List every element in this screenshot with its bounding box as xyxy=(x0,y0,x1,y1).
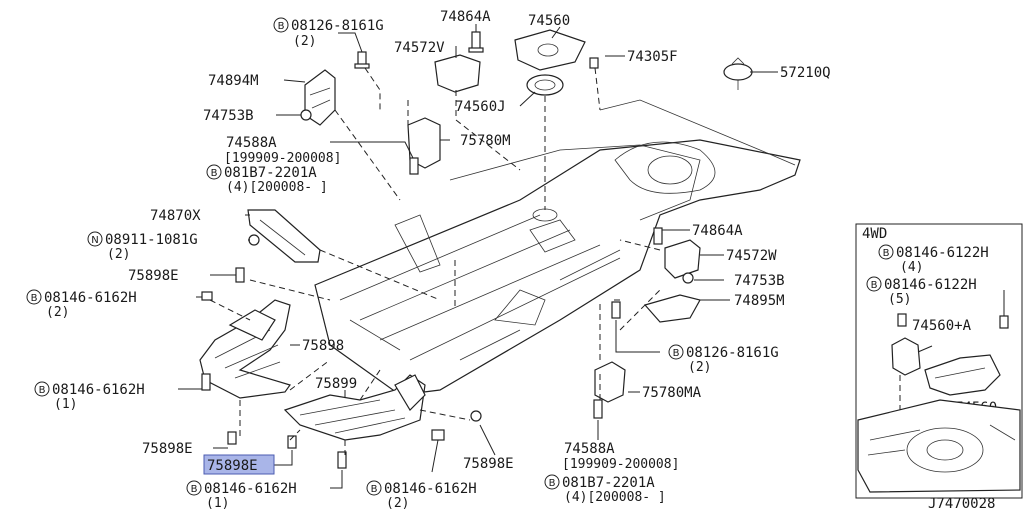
bolt-marker xyxy=(878,244,894,260)
label-74560: 74560 xyxy=(528,13,570,29)
bolt-marker-letter: B xyxy=(549,478,556,489)
label-75898E-br: 75898E xyxy=(463,456,514,472)
bolt-marker-letter: B xyxy=(31,293,38,304)
qty-08146-6162H-d: (2) xyxy=(386,496,409,510)
label-74305F: 74305F xyxy=(627,49,678,65)
bolt-marker xyxy=(186,480,202,496)
label-08911-1081G: 08911-1081G xyxy=(105,232,198,248)
qty-08146-6162H-c: (1) xyxy=(206,496,229,510)
label-75898E-highlight[interactable]: 75898E xyxy=(207,458,258,474)
label-74560J: 74560J xyxy=(455,99,506,115)
assembly-dashed-lines xyxy=(209,67,661,455)
qty-08126-8161G-mid: (2) xyxy=(688,360,711,375)
label-08126-8161G-mid: 08126-8161G xyxy=(686,345,779,361)
callout-labels: B 08126-8161G (2) 74864A 74560 74572V 74… xyxy=(26,9,831,510)
label-75898E-left: 75898E xyxy=(128,268,179,284)
under-cover-75898 xyxy=(199,299,291,399)
label-08146-6162H-b: 08146-6162H xyxy=(52,382,145,398)
bolt-marker-letter: B xyxy=(39,385,46,396)
label-75899: 75899 xyxy=(315,376,357,392)
label-74588A-bot: 74588A xyxy=(564,441,615,457)
inset-label-74560A: 74560+A xyxy=(912,318,972,334)
bracket-74572W xyxy=(664,239,701,279)
label-74588A-top: 74588A xyxy=(226,135,277,151)
label-74864A-right: 74864A xyxy=(692,223,743,239)
bolt-marker xyxy=(866,276,882,292)
bolt-marker-letter: B xyxy=(673,348,680,359)
label-75898E-bl: 75898E xyxy=(142,441,193,457)
qty-08126-8161G-top: (2) xyxy=(293,34,316,49)
qty-08146-6162H-a: (2) xyxy=(46,305,69,320)
label-75780M: 75780M xyxy=(460,133,511,149)
inset-qty-08146-6122H-a: (4) xyxy=(900,260,923,275)
inset-4wd: 4WD B 08146-6122H (4) B 08146-6122H (5) … xyxy=(855,223,1023,499)
grommet-74560J xyxy=(526,74,564,96)
label-08146-6162H-a: 08146-6162H xyxy=(44,290,137,306)
range-74588A-bot: [199909-200008] xyxy=(562,457,679,472)
inset-qty-08146-6122H-b: (5) xyxy=(888,292,911,307)
label-74894M: 74894M xyxy=(208,73,259,89)
highlight-box xyxy=(203,454,275,475)
diagram-id: J7470028 xyxy=(928,496,995,510)
bolt-marker xyxy=(34,381,50,397)
nut-marker xyxy=(87,231,103,247)
label-57210Q: 57210Q xyxy=(780,65,831,81)
qty-081B7-top: (4)[200008- ] xyxy=(226,180,328,195)
label-74572V: 74572V xyxy=(394,40,445,56)
label-75898: 75898 xyxy=(302,338,344,354)
bolt-marker-letter: B xyxy=(371,484,378,495)
label-08146-6162H-d: 08146-6162H xyxy=(384,481,477,497)
bolt-marker-letter: B xyxy=(871,280,878,291)
label-74753B-right: 74753B xyxy=(734,273,785,289)
label-08146-6162H-c: 08146-6162H xyxy=(204,481,297,497)
inset-title: 4WD xyxy=(862,226,887,242)
bolt-marker-letter: B xyxy=(278,21,285,32)
nut-marker-letter: N xyxy=(91,235,98,246)
under-cover-75899 xyxy=(283,374,426,441)
bolt-marker xyxy=(366,480,382,496)
label-08126-8161G-top: 08126-8161G xyxy=(291,18,384,34)
range-74588A-top: [199909-200008] xyxy=(224,151,341,166)
plug-57210Q xyxy=(723,57,753,90)
qty-081B7-bot: (4)[200008- ] xyxy=(564,490,666,505)
label-74864A-top: 74864A xyxy=(440,9,491,25)
label-74572W: 74572W xyxy=(726,248,777,264)
label-081B7-top: 081B7-2201A xyxy=(224,165,317,181)
label-74895M: 74895M xyxy=(734,293,785,309)
floor-pan xyxy=(314,99,801,396)
inset-frame xyxy=(855,223,1023,499)
bracket-75780MA xyxy=(594,361,626,403)
label-74753B-left: 74753B xyxy=(203,108,254,124)
label-74870X: 74870X xyxy=(150,208,201,224)
bolt-marker-letter: B xyxy=(211,168,218,179)
inset-label-08146-6122H-b: 08146-6122H xyxy=(884,277,977,293)
bolt-marker xyxy=(206,164,222,180)
bolt-marker xyxy=(273,17,289,33)
qty-08146-6162H-b: (1) xyxy=(54,397,77,412)
bolt-marker-letter: B xyxy=(191,484,198,495)
bolt-marker-letter: B xyxy=(883,248,890,259)
leader-lines xyxy=(178,24,778,489)
reinforce-74870X xyxy=(247,209,321,263)
bolt-marker xyxy=(544,474,560,490)
label-75780MA: 75780MA xyxy=(642,385,702,401)
bolt-marker xyxy=(26,289,42,305)
plate-74560 xyxy=(514,29,586,71)
bolt-marker xyxy=(668,344,684,360)
inset-label-08146-6122H-a: 08146-6122H xyxy=(896,245,989,261)
qty-08911-1081G: (2) xyxy=(107,247,130,262)
bracket-74572V xyxy=(434,54,481,93)
bracket-74895M xyxy=(643,294,701,323)
fasteners xyxy=(201,31,694,469)
label-081B7-bot: 081B7-2201A xyxy=(562,475,655,491)
